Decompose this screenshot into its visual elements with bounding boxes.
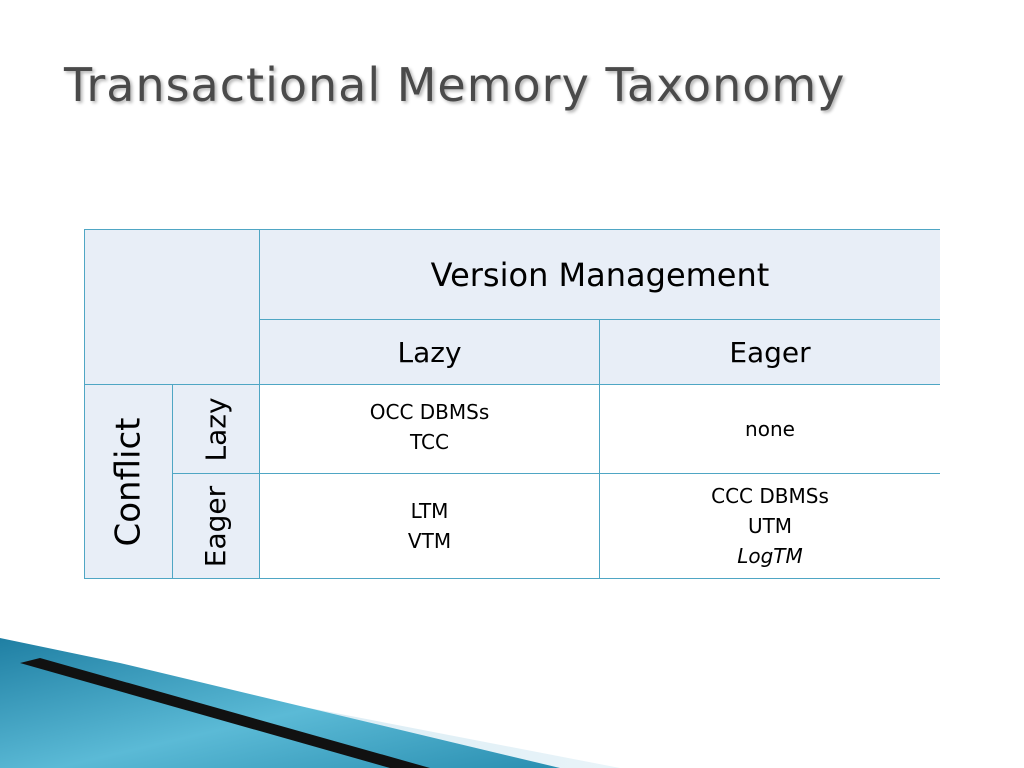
table-cell-eager-lazy: LTM VTM: [260, 474, 600, 578]
cell-line: none: [745, 417, 795, 441]
table-cell-lazy-lazy: OCC DBMSs TCC: [260, 385, 600, 474]
slide-title: Transactional Memory Taxonomy: [64, 58, 846, 112]
cell-line-italic: LogTM: [737, 544, 803, 568]
table-corner-cell: [85, 230, 260, 385]
column-group-header-label: Version Management: [430, 255, 770, 294]
column-group-header: Version Management: [260, 230, 940, 320]
decor-black-stripe: [20, 658, 430, 768]
row-header-eager: Eager: [173, 474, 260, 578]
row-header-label: Eager: [199, 485, 233, 567]
row-group-header: Conflict: [85, 385, 173, 578]
table-cell-eager-eager: CCC DBMSs UTM LogTM: [600, 474, 940, 578]
decor-teal-swoosh: [0, 638, 560, 768]
cell-line: TCC: [410, 430, 449, 454]
column-header-eager: Eager: [600, 320, 940, 385]
table-cell-lazy-eager: none: [600, 385, 940, 474]
row-header-lazy: Lazy: [173, 385, 260, 474]
cell-line: VTM: [407, 529, 452, 553]
corner-decoration: [0, 638, 620, 768]
cell-line: UTM: [747, 514, 793, 538]
column-header-label: Lazy: [397, 335, 462, 369]
taxonomy-table: Version Management Lazy Eager Conflict L…: [84, 229, 940, 579]
cell-line: OCC DBMSs: [369, 400, 490, 424]
row-header-label: Lazy: [199, 396, 233, 462]
column-header-label: Eager: [729, 335, 811, 369]
column-header-lazy: Lazy: [260, 320, 600, 385]
row-group-header-label: Conflict: [108, 417, 149, 546]
cell-line: CCC DBMSs: [711, 484, 829, 508]
cell-line: LTM: [410, 499, 449, 523]
